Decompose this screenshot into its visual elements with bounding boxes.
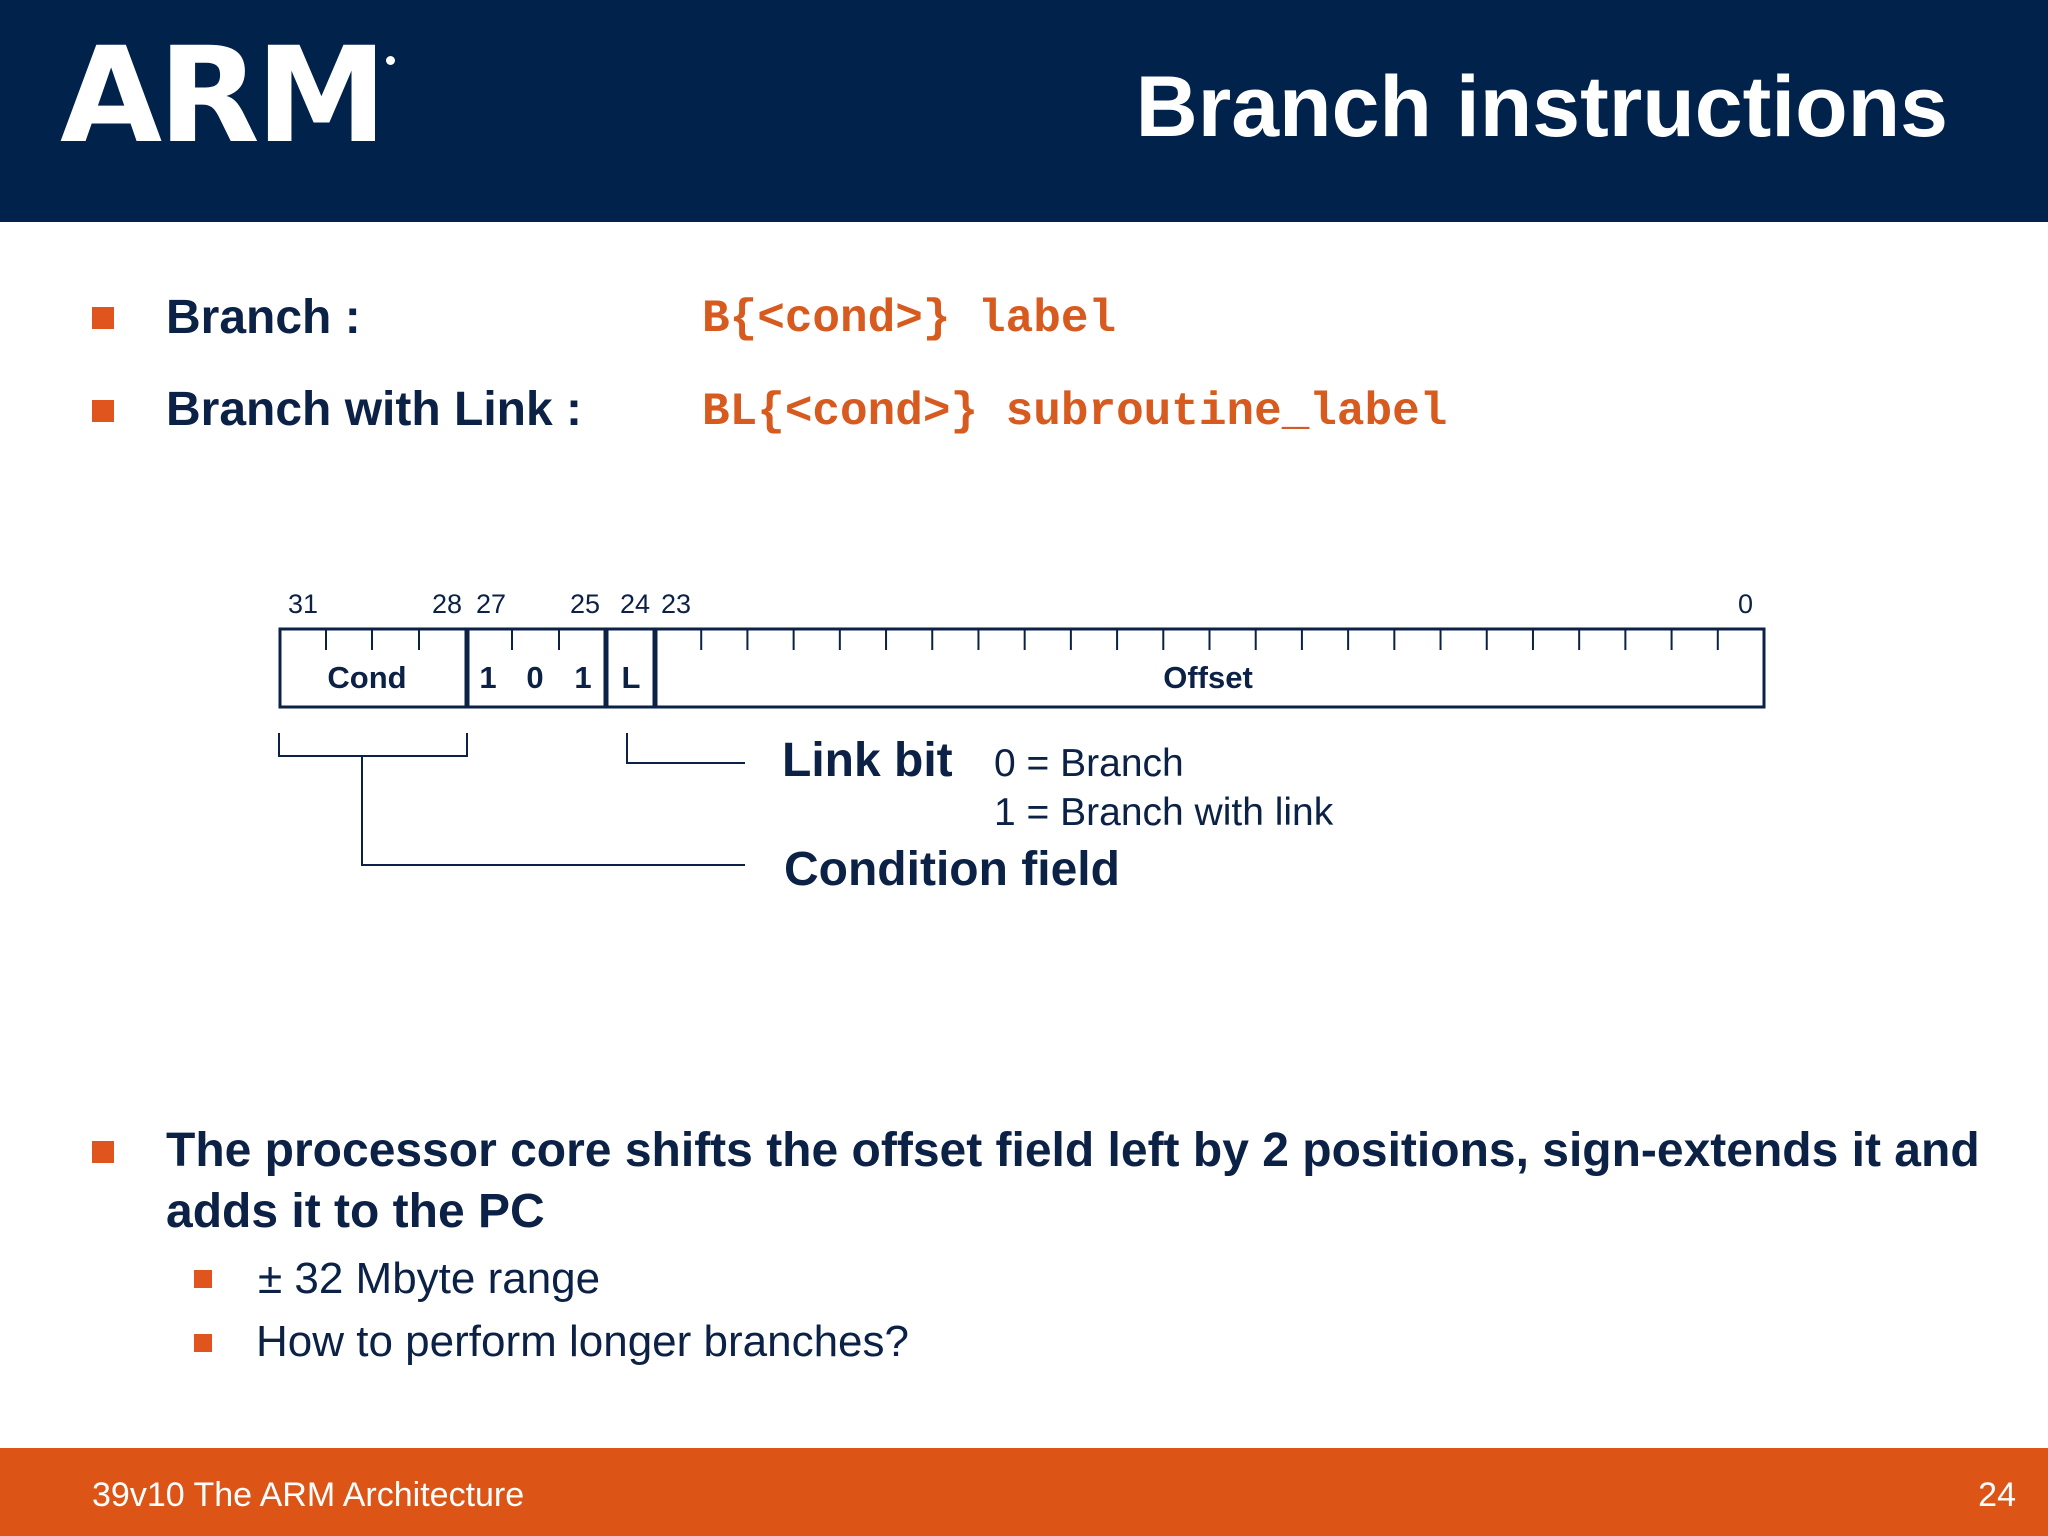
bit-number-label: 0 — [1738, 589, 1753, 619]
bullet-square — [92, 307, 114, 329]
arm-logo: ARM — [60, 19, 387, 173]
bit-ticks — [325, 629, 1719, 650]
footer-course-title: 39v10 The ARM Architecture — [92, 1476, 525, 1514]
title-bar — [0, 0, 2048, 222]
link-value-0: 0 = Branch — [994, 742, 1184, 785]
bit-number-label: 25 — [570, 589, 600, 619]
sub-bullet-square — [194, 1334, 212, 1352]
bit27-value: 1 — [479, 660, 496, 695]
branch-link-syntax: BL{<cond>} subroutine_label — [702, 386, 1448, 438]
bit26-value: 0 — [526, 660, 543, 695]
offset-explanation: The processor core shifts the offset fie… — [166, 1124, 1980, 1238]
cond-field-label: Cond — [327, 660, 406, 695]
instruction-word-box — [278, 627, 1766, 709]
condition-bracket — [278, 733, 468, 757]
link-value-1: 1 = Branch with link — [994, 791, 1334, 834]
condition-field-title: Condition field — [784, 843, 1120, 896]
bit-number-label: 27 — [476, 589, 506, 619]
branch-label: Branch : — [166, 291, 361, 344]
bit-number-label: 23 — [661, 589, 691, 619]
page-title: Branch instructions — [1135, 59, 1948, 155]
link-leader-line — [626, 733, 745, 764]
bullet-square — [92, 400, 114, 422]
bit-number-label: 28 — [432, 589, 462, 619]
footer-bar — [0, 1448, 2048, 1536]
offset-field-label: Offset — [1163, 660, 1253, 695]
branch-link-label: Branch with Link : — [166, 383, 583, 436]
bullet-square — [92, 1141, 114, 1163]
bit-number-label: 31 — [288, 589, 318, 619]
page-number: 24 — [1978, 1476, 2016, 1514]
branch-syntax: B{<cond>} label — [702, 293, 1117, 345]
link-bit-title: Link bit — [782, 734, 953, 787]
range-note: ± 32 Mbyte range — [258, 1254, 601, 1303]
link-field-label: L — [622, 660, 641, 695]
bit25-value: 1 — [574, 660, 591, 695]
registered-mark — [386, 56, 395, 65]
condition-leader-line — [361, 756, 745, 866]
longer-branches-note: How to perform longer branches? — [256, 1317, 909, 1366]
sub-bullet-square — [194, 1270, 212, 1288]
bit-number-label: 24 — [620, 589, 650, 619]
